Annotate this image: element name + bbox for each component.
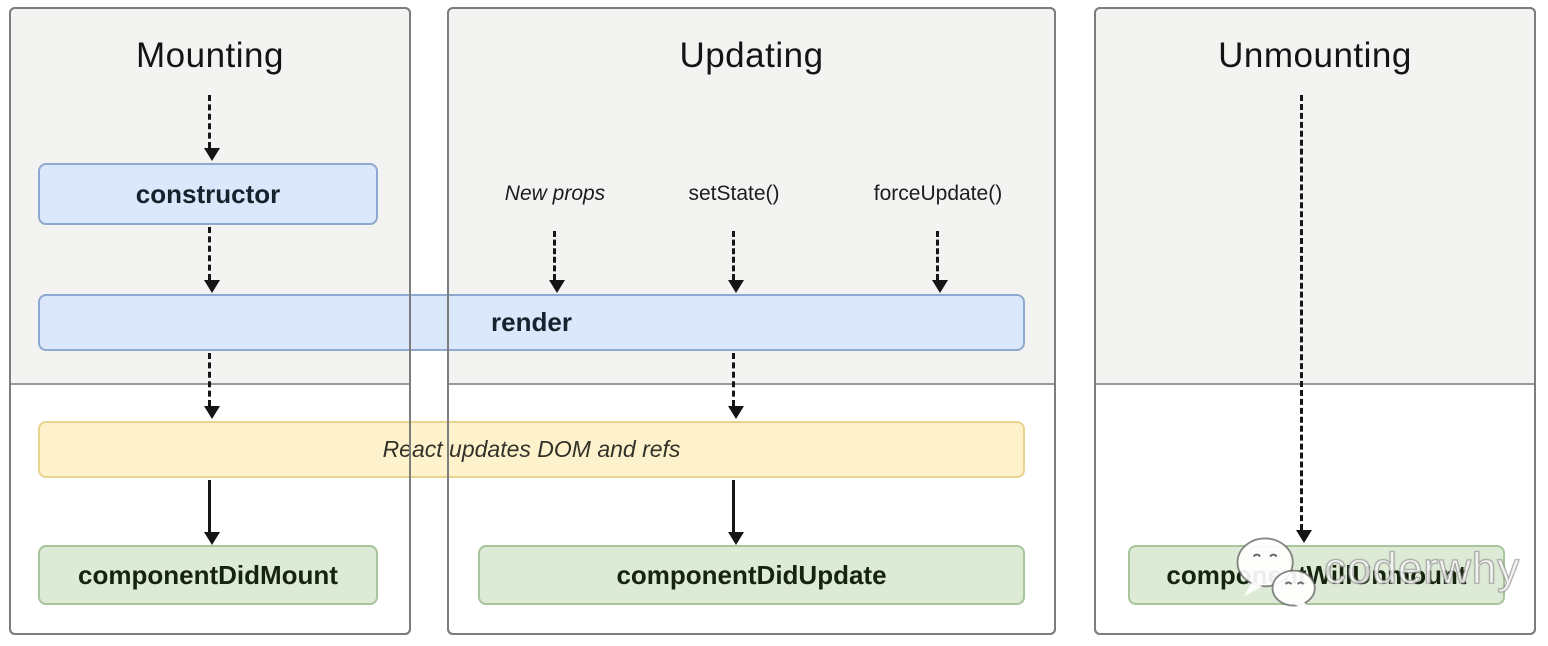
box-constructor[interactable]: constructor bbox=[38, 163, 378, 225]
panel-unmounting bbox=[1094, 7, 1536, 635]
arrow-mounting-to-constructor bbox=[204, 95, 220, 161]
box-component-did-update[interactable]: componentDidUpdate bbox=[478, 545, 1025, 605]
column-title-mounting: Mounting bbox=[136, 36, 284, 75]
arrow-react-updates-to-did-update bbox=[728, 480, 744, 545]
box-component-did-mount[interactable]: componentDidMount bbox=[38, 545, 378, 605]
arrow-constructor-to-render bbox=[204, 227, 220, 293]
arrow-force-update-to-render bbox=[932, 231, 948, 293]
render-phase-region bbox=[1096, 9, 1534, 385]
box-component-will-unmount[interactable]: componentWillUnmount bbox=[1128, 545, 1505, 605]
trigger-force-update: forceUpdate() bbox=[873, 182, 1003, 205]
box-react-updates-dom: React updates DOM and refs bbox=[38, 421, 1025, 478]
arrow-render-to-react-updates bbox=[728, 353, 744, 419]
box-render[interactable]: render bbox=[38, 294, 1025, 351]
column-title-unmounting: Unmounting bbox=[1218, 36, 1412, 75]
trigger-new-props: New props bbox=[504, 182, 606, 205]
arrow-react-updates-to-did-mount bbox=[204, 480, 220, 545]
arrow-render-to-react-updates bbox=[204, 353, 220, 419]
trigger-set-state: setState() bbox=[688, 182, 780, 205]
column-title-updating: Updating bbox=[679, 36, 824, 75]
arrow-set-state-to-render bbox=[728, 231, 744, 293]
arrow-new-props-to-render bbox=[549, 231, 565, 293]
arrow-unmounting-to-will-unmount bbox=[1296, 95, 1312, 543]
